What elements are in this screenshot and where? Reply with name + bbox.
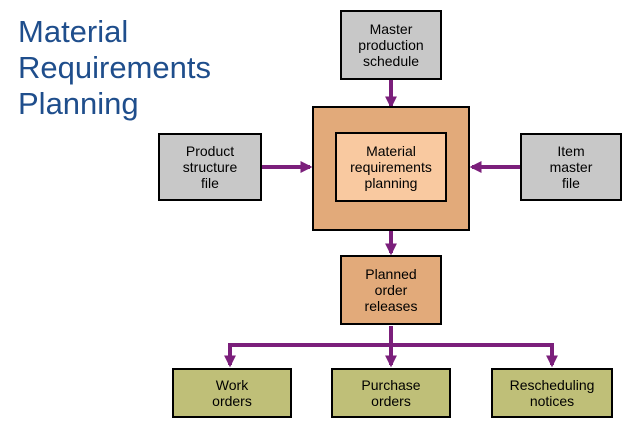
item-line-2: master bbox=[549, 159, 593, 175]
master-production-schedule-box: Master production schedule bbox=[340, 10, 442, 80]
resched-line-1: Rescheduling bbox=[509, 377, 595, 393]
purchase-line-1: Purchase bbox=[361, 377, 421, 393]
product-structure-file-box: Product structure file bbox=[158, 133, 262, 201]
planned-line-3: releases bbox=[364, 298, 418, 314]
planned-line-2: order bbox=[374, 282, 408, 298]
work-orders-box: Work orders bbox=[172, 368, 292, 418]
planned-line-1: Planned bbox=[365, 266, 417, 282]
purchase-line-2: orders bbox=[371, 393, 411, 409]
mrp-line-1: Material bbox=[366, 143, 416, 159]
master-line-1: Master bbox=[369, 21, 413, 37]
title-line-3: Planning bbox=[18, 86, 139, 121]
rescheduling-notices-box: Rescheduling notices bbox=[491, 368, 613, 418]
planned-order-releases-box: Planned order releases bbox=[340, 255, 442, 325]
work-line-2: orders bbox=[212, 393, 252, 409]
work-line-1: Work bbox=[215, 377, 249, 393]
title-line-2: Requirements bbox=[18, 50, 211, 85]
product-line-2: structure bbox=[182, 159, 238, 175]
title-line-1: Material bbox=[18, 14, 129, 49]
item-line-1: Item bbox=[557, 143, 585, 159]
product-line-3: file bbox=[201, 175, 219, 191]
mrp-inner-box: Material requirements planning bbox=[335, 132, 447, 202]
product-line-1: Product bbox=[185, 143, 235, 159]
item-line-3: file bbox=[562, 175, 580, 191]
master-line-3: schedule bbox=[362, 53, 420, 69]
purchase-orders-box: Purchase orders bbox=[331, 368, 451, 418]
item-master-file-box: Item master file bbox=[520, 133, 622, 201]
master-line-2: production bbox=[358, 37, 424, 53]
page-title: Material Requirements Planning bbox=[18, 14, 278, 122]
resched-line-2: notices bbox=[529, 393, 575, 409]
mrp-line-3: planning bbox=[364, 175, 418, 191]
mrp-line-2: requirements bbox=[350, 159, 432, 175]
